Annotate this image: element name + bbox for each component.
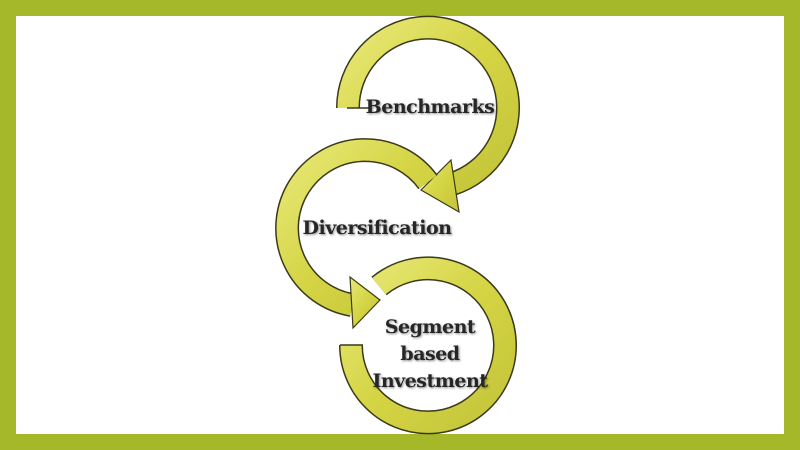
label-line: Segment bbox=[384, 316, 476, 338]
step-label-segment-investment: Segment based Investment bbox=[372, 314, 488, 395]
arrowhead-icon bbox=[349, 275, 381, 330]
step-label-diversification: Diversification bbox=[302, 217, 453, 239]
circular-arrow-diversification bbox=[275, 138, 438, 330]
label-line: Investment bbox=[372, 370, 488, 392]
label-line: based bbox=[400, 343, 460, 365]
circular-arrow-benchmarks bbox=[335, 15, 520, 214]
circular-arrow-segment-investment bbox=[338, 256, 517, 435]
slide-canvas bbox=[16, 16, 784, 434]
step-label-benchmarks: Benchmarks bbox=[365, 96, 495, 118]
